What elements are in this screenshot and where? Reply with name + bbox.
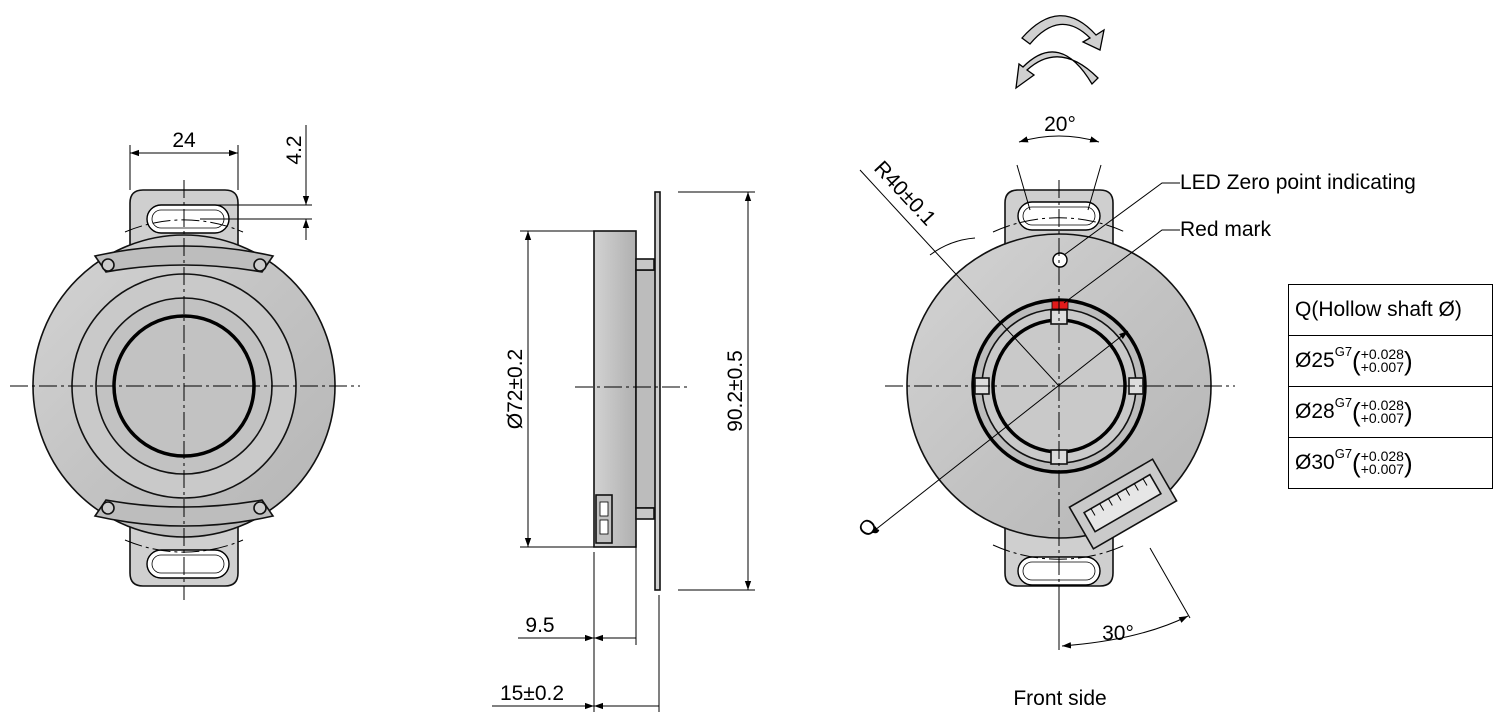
- angle-30: 30°: [1102, 622, 1134, 645]
- tol-lower: +0.007: [1360, 410, 1404, 426]
- dim-4-2: 4.2: [283, 135, 306, 164]
- table-row: Ø28 G7 ( +0.028 +0.007 ): [1288, 386, 1493, 438]
- table-cell: Ø25 G7 ( +0.028 +0.007 ): [1288, 335, 1493, 387]
- dim-radius-40: R40±0.1: [869, 157, 940, 231]
- rotation-cw-icon: [1021, 15, 1105, 51]
- red-mark: [1051, 300, 1069, 310]
- front-view: 24 4.2: [10, 125, 360, 600]
- dim-24: 24: [172, 129, 196, 152]
- tol-lower: +0.007: [1360, 359, 1404, 375]
- red-mark-label: Red mark: [1180, 218, 1272, 241]
- side-housing: [593, 230, 637, 548]
- shaft-grade: G7: [1334, 395, 1353, 410]
- rotation-ccw-icon: [1015, 51, 1099, 90]
- table-row: Ø30 G7 ( +0.028 +0.007 ): [1288, 437, 1493, 489]
- dim-depth-9-5: 9.5: [525, 614, 554, 637]
- shaft-symbol-q: Q: [854, 514, 882, 541]
- led-zero-point-label: LED Zero point indicating: [1180, 171, 1416, 194]
- table-header: Q(Hollow shaft Ø): [1288, 284, 1493, 336]
- table-cell: Ø30 G7 ( +0.028 +0.007 ): [1288, 437, 1493, 489]
- dim-height-90: 90.2±0.5: [724, 350, 747, 432]
- tol-lower: +0.007: [1360, 461, 1404, 477]
- side-view: Ø72±0.2 90.2±0.5 9.5 15±0.2: [492, 191, 755, 712]
- led-indicator: [1052, 252, 1068, 268]
- tol-upper: +0.028: [1360, 448, 1404, 464]
- dim-diameter-72: Ø72±0.2: [504, 349, 527, 429]
- shaft-base: Ø25: [1295, 349, 1335, 372]
- shaft-base: Ø30: [1295, 451, 1335, 474]
- shaft-grade: G7: [1334, 344, 1353, 359]
- view-caption: Front side: [1013, 687, 1106, 710]
- shaft-grade: G7: [1334, 446, 1353, 461]
- table-header-row: Q(Hollow shaft Ø): [1288, 284, 1493, 336]
- hollow-shaft-table: Q(Hollow shaft Ø) Ø25 G7 ( +0.028 +0.007…: [1288, 284, 1493, 489]
- table-cell: Ø28 G7 ( +0.028 +0.007 ): [1288, 386, 1493, 438]
- dim-depth-15: 15±0.2: [500, 682, 564, 705]
- tol-upper: +0.028: [1360, 346, 1404, 362]
- tol-upper: +0.028: [1360, 397, 1404, 413]
- shaft-base: Ø28: [1295, 400, 1335, 423]
- table-row: Ø25 G7 ( +0.028 +0.007 ): [1288, 335, 1493, 387]
- rear-view: 20° R40±0.1 Q LED Zero point indicating …: [854, 15, 1416, 710]
- angle-20: 20°: [1044, 113, 1076, 136]
